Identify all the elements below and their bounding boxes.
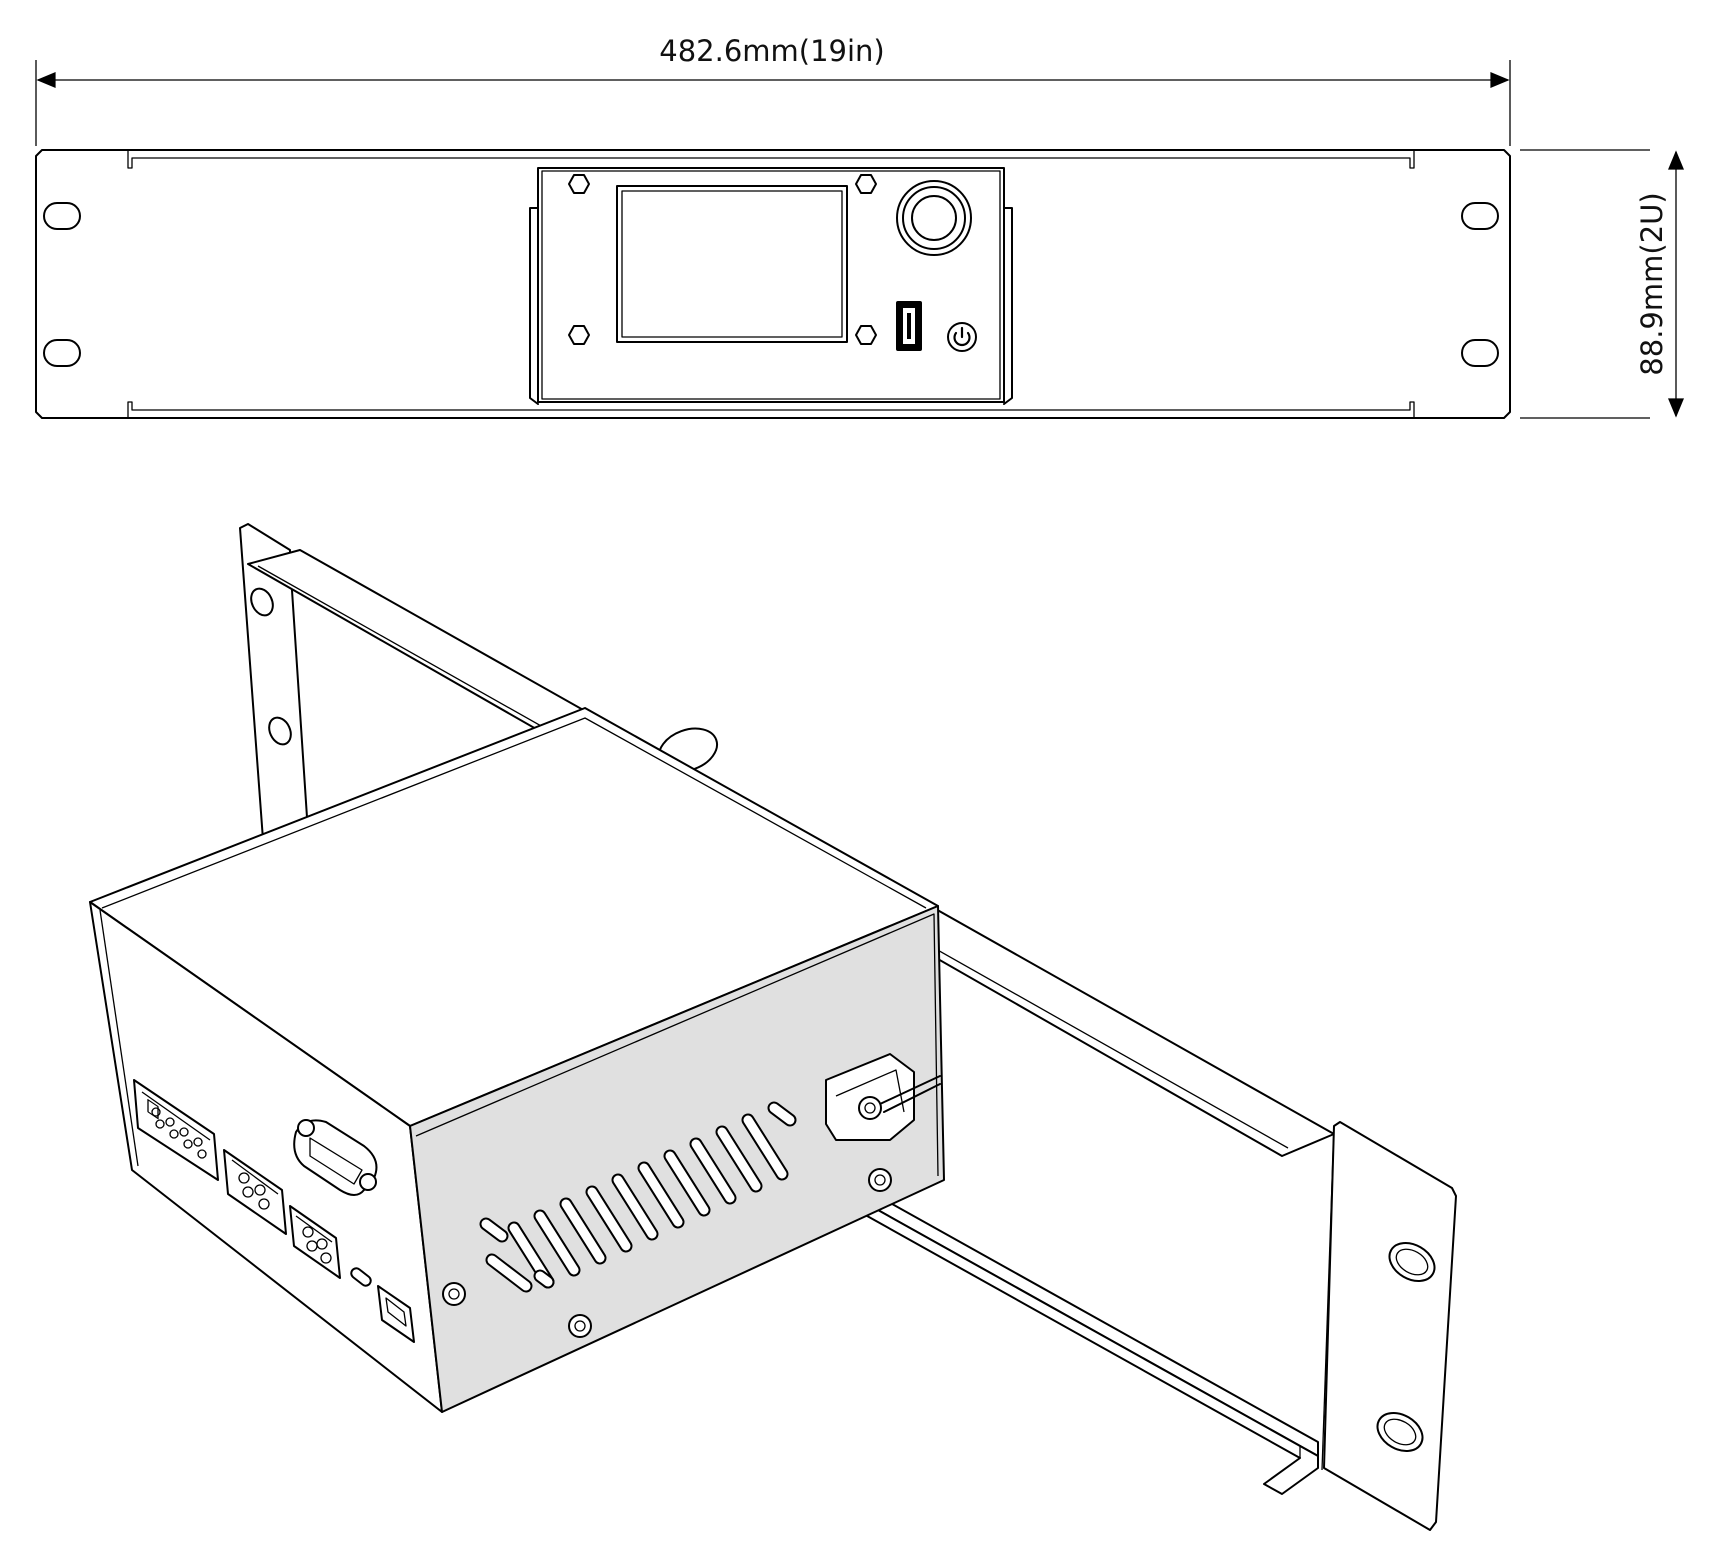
rack-assembly-iso-view [89,523,1457,1531]
usb-c-port-icon [350,1267,372,1287]
height-dimension-label: 88.9mm(2U) [1635,192,1669,375]
ventilation-slots [479,1101,797,1293]
mounting-slot [43,202,81,230]
terminal-block-connector [133,1079,219,1181]
hex-screw [568,174,590,194]
bottom-lip [127,401,1415,418]
lcd-screen-inner [621,190,843,338]
rack-ear-right [1323,1121,1457,1531]
bottom-flange [859,1185,1319,1457]
bottom-flange-front [859,1199,1319,1495]
hex-screw [855,174,877,194]
rack-panel-front-view [35,149,1511,419]
device-side-bracket-left [529,207,539,405]
terminal-block-connector [223,1149,287,1235]
usb-port-icon [377,1285,415,1343]
power-button-icon [947,322,977,352]
height-dimension: 88.9mm(2U) [1520,149,1684,419]
mounting-slot [1388,1242,1436,1282]
mounting-slot [1461,202,1499,230]
mounting-bracket [825,1053,941,1141]
terminal-block-connector [289,1205,341,1279]
hex-screw [568,325,590,345]
mounting-slot [268,716,292,746]
usb-port-icon [896,301,922,351]
mounting-slot [1461,339,1499,367]
rotary-knob [896,180,972,256]
mounting-slot [43,339,81,367]
lcd-screen [616,185,848,343]
mounting-slot [250,587,274,617]
mounting-slot [1376,1412,1424,1452]
top-lip [127,150,1415,169]
end-plate-screw [442,1282,466,1306]
device-front-bezel [541,170,1001,400]
end-plate-screw [568,1314,592,1338]
db9-serial-connector [293,1119,378,1196]
hex-screw [855,325,877,345]
device-front-face [537,167,1005,403]
device-side-bracket-right [1003,207,1013,405]
width-dimension-label: 482.6mm(19in) [659,34,885,68]
end-plate-screw [868,1168,892,1192]
thumb-screw-icon [858,1096,882,1120]
width-dimension: 482.6mm(19in) [35,34,1511,146]
